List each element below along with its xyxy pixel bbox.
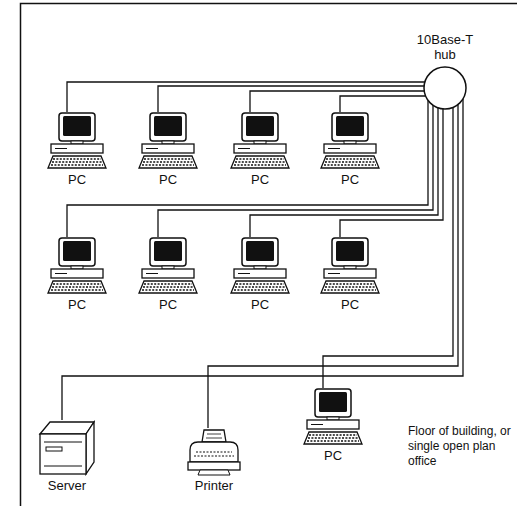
pc-icon <box>136 112 200 170</box>
device-label: PC <box>318 297 382 312</box>
device-label: PC <box>228 297 292 312</box>
network-cable <box>323 107 453 388</box>
network-cable <box>340 96 426 112</box>
device-label: PC <box>301 448 365 463</box>
network-cable <box>158 105 433 237</box>
pc-icon <box>318 237 382 295</box>
pc-icon <box>228 237 292 295</box>
server-icon <box>36 420 98 476</box>
pc-icon <box>136 237 200 295</box>
device-label: Printer <box>184 478 244 493</box>
network-cable <box>62 99 463 420</box>
pc-icon <box>228 112 292 170</box>
device-label: Server <box>36 478 98 493</box>
pc-node: PC <box>228 112 292 187</box>
network-cable <box>208 105 458 429</box>
frame-border <box>21 4 517 506</box>
pc-node: PC <box>318 112 382 187</box>
location-note: Floor of building, or single open plan o… <box>408 424 512 469</box>
pc-node: PC <box>318 237 382 312</box>
device-label: PC <box>228 172 292 187</box>
network-cable <box>67 82 425 112</box>
printer-node: Printer <box>184 428 244 493</box>
pc-node: PC <box>136 112 200 187</box>
network-cable <box>67 100 428 237</box>
network-cable <box>250 91 424 112</box>
device-label: PC <box>318 172 382 187</box>
pc-node: PC <box>136 237 200 312</box>
hub-circle <box>423 66 467 110</box>
server-node: Server <box>36 420 98 493</box>
hub-label: 10Base-T hub <box>407 32 483 62</box>
printer-icon <box>184 428 244 476</box>
pc-node: PC <box>301 388 365 463</box>
device-label: PC <box>136 297 200 312</box>
pc-icon <box>45 237 109 295</box>
device-label: PC <box>45 172 109 187</box>
device-label: PC <box>136 172 200 187</box>
network-cable <box>158 86 424 112</box>
pc-node: PC <box>45 112 109 187</box>
pc-icon <box>45 112 109 170</box>
pc-icon <box>318 112 382 170</box>
hub-node: 10Base-T hub <box>423 66 467 110</box>
pc-node: PC <box>45 237 109 312</box>
pc-node: PC <box>228 237 292 312</box>
pc-icon <box>301 388 365 446</box>
device-label: PC <box>45 297 109 312</box>
